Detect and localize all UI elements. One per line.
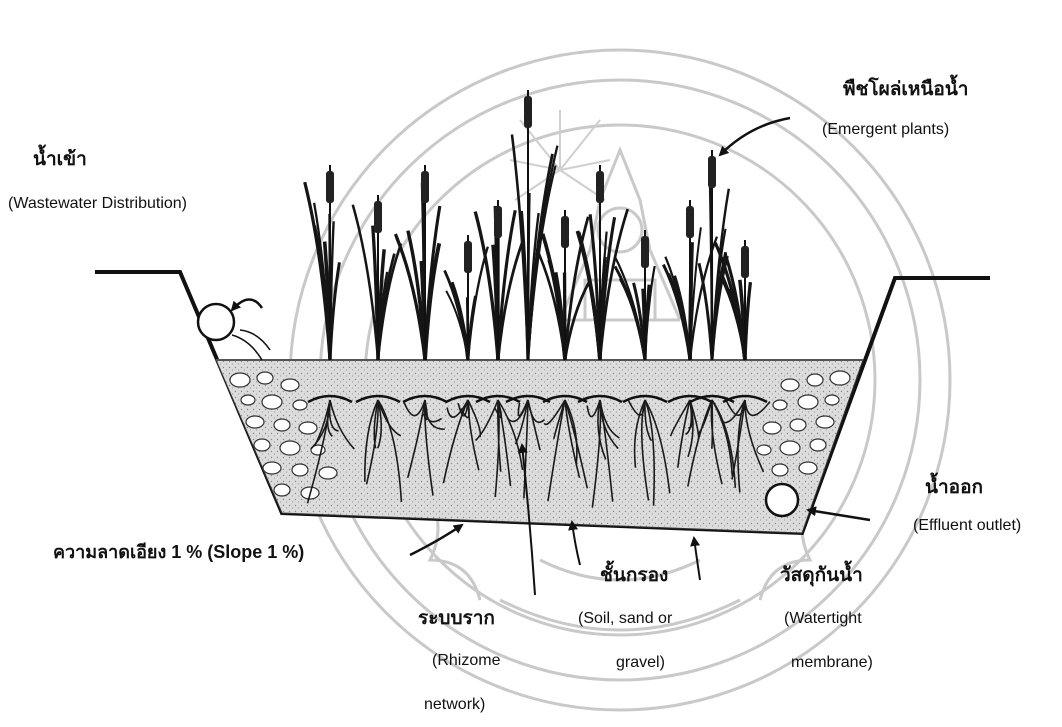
media-label-english-2: gravel) bbox=[616, 654, 665, 671]
media-arrow-icon bbox=[568, 520, 581, 566]
emergent-plants bbox=[303, 90, 771, 508]
reed-plant bbox=[393, 165, 448, 496]
outflow-arrow-icon bbox=[806, 506, 871, 522]
inlet-pipe-icon bbox=[196, 302, 236, 342]
reed-plant bbox=[442, 235, 491, 484]
reed-plant bbox=[613, 230, 671, 506]
reed-plant bbox=[473, 200, 524, 498]
plants-label-english: (Emergent plants) bbox=[822, 121, 950, 138]
plants-label-thai: พืชโผล่เหนือน้ำ bbox=[843, 79, 969, 100]
plants-arrow-icon bbox=[718, 116, 791, 157]
gravel-zone-right bbox=[756, 370, 851, 477]
inflow-label-english: (Wastewater Distribution) bbox=[8, 195, 188, 212]
slope-label: ความลาดเอียง 1 % (Slope 1 %) bbox=[53, 542, 305, 562]
reed-plant bbox=[351, 195, 403, 503]
reed-plant bbox=[535, 210, 591, 502]
liner-label-english-2: membrane) bbox=[791, 654, 873, 671]
inflow-arrow-icon bbox=[230, 298, 264, 312]
rhizome-arrow-icon bbox=[517, 443, 536, 596]
inflow-spray-icon bbox=[231, 329, 271, 361]
reed-plant bbox=[575, 165, 629, 508]
outflow-label-english: (Effluent outlet) bbox=[913, 517, 1022, 534]
gravel-zone-left bbox=[229, 371, 338, 500]
media-label-english-1: (Soil, sand or bbox=[578, 610, 673, 627]
outflow-label-thai: น้ำออก bbox=[925, 477, 983, 498]
inflow-label-thai: น้ำเข้า bbox=[33, 149, 87, 170]
reed-plant bbox=[713, 240, 771, 493]
rhizome-label-english-2: network) bbox=[424, 696, 486, 713]
media-label-thai: ชั้นกรอง bbox=[600, 565, 669, 586]
reed-plant bbox=[303, 165, 355, 504]
rhizome-label-english-1: (Rhizome bbox=[432, 652, 501, 669]
liner-label-english-1: (Watertight bbox=[784, 610, 862, 627]
liner-label-thai: วัสดุกันน้ำ bbox=[780, 565, 863, 586]
slope-arrow-icon bbox=[409, 523, 464, 557]
outlet-pipe-icon bbox=[764, 482, 800, 518]
liner-arrow-icon bbox=[690, 536, 701, 581]
rhizome-label-thai: ระบบราก bbox=[418, 608, 495, 629]
